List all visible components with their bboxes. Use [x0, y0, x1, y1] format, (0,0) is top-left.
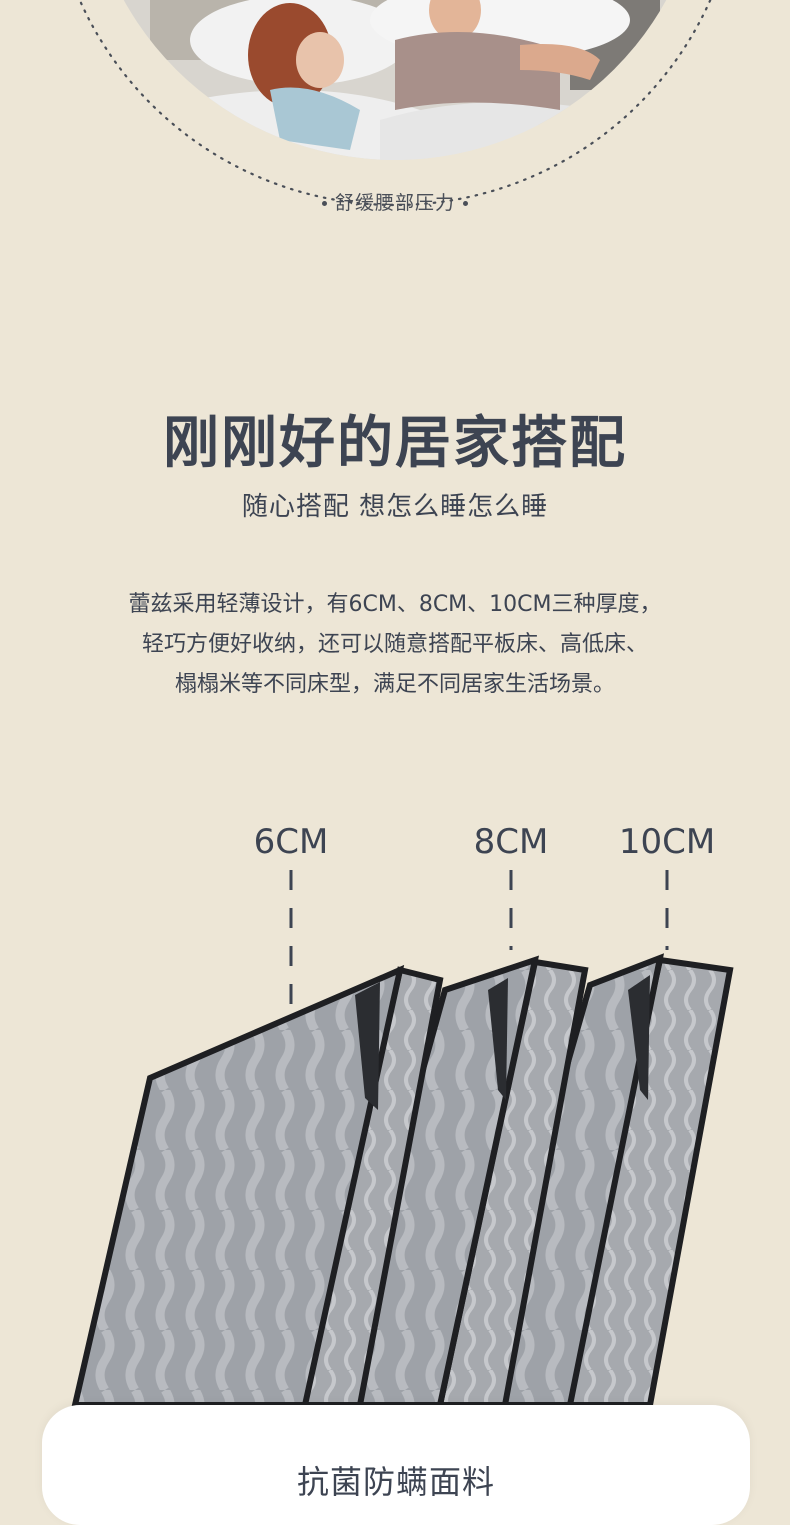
hero-caption-text: 舒缓腰部压力: [334, 192, 455, 214]
dot-icon: [321, 201, 327, 206]
description-line: 榻榻米等不同床型，满足不同居家生活场景。: [174, 672, 615, 697]
next-section-card: 抗菌防螨面料: [42, 1405, 750, 1525]
hero-caption: 舒缓腰部压力: [0, 188, 790, 215]
mattress-illustration: [71, 870, 734, 1408]
hero-photo-section: 舒缓腰部压力: [0, 0, 790, 240]
thickness-label-10cm: 10CM: [618, 822, 716, 862]
thickness-label-6cm: 6CM: [253, 822, 329, 862]
dot-icon: [463, 201, 468, 206]
thickness-indicator-lines: [289, 870, 669, 1010]
section-subtitle: 随心搭配 想怎么睡怎么睡: [241, 492, 549, 522]
description-line: 轻巧方便好收纳，还可以随意搭配平板床、高低床、: [141, 632, 648, 657]
section-description: 蕾兹采用轻薄设计，有6CM、8CM、10CM三种厚度， 轻巧方便好收纳，还可以随…: [0, 585, 790, 705]
section-title: 刚刚好的居家搭配: [163, 411, 627, 476]
thickness-label-8cm: 8CM: [473, 822, 549, 862]
description-line: 蕾兹采用轻薄设计，有6CM、8CM、10CM三种厚度，: [128, 592, 662, 617]
next-section-title: 抗菌防螨面料: [296, 1463, 495, 1501]
couple-sleeping-photo: [78, 0, 712, 206]
